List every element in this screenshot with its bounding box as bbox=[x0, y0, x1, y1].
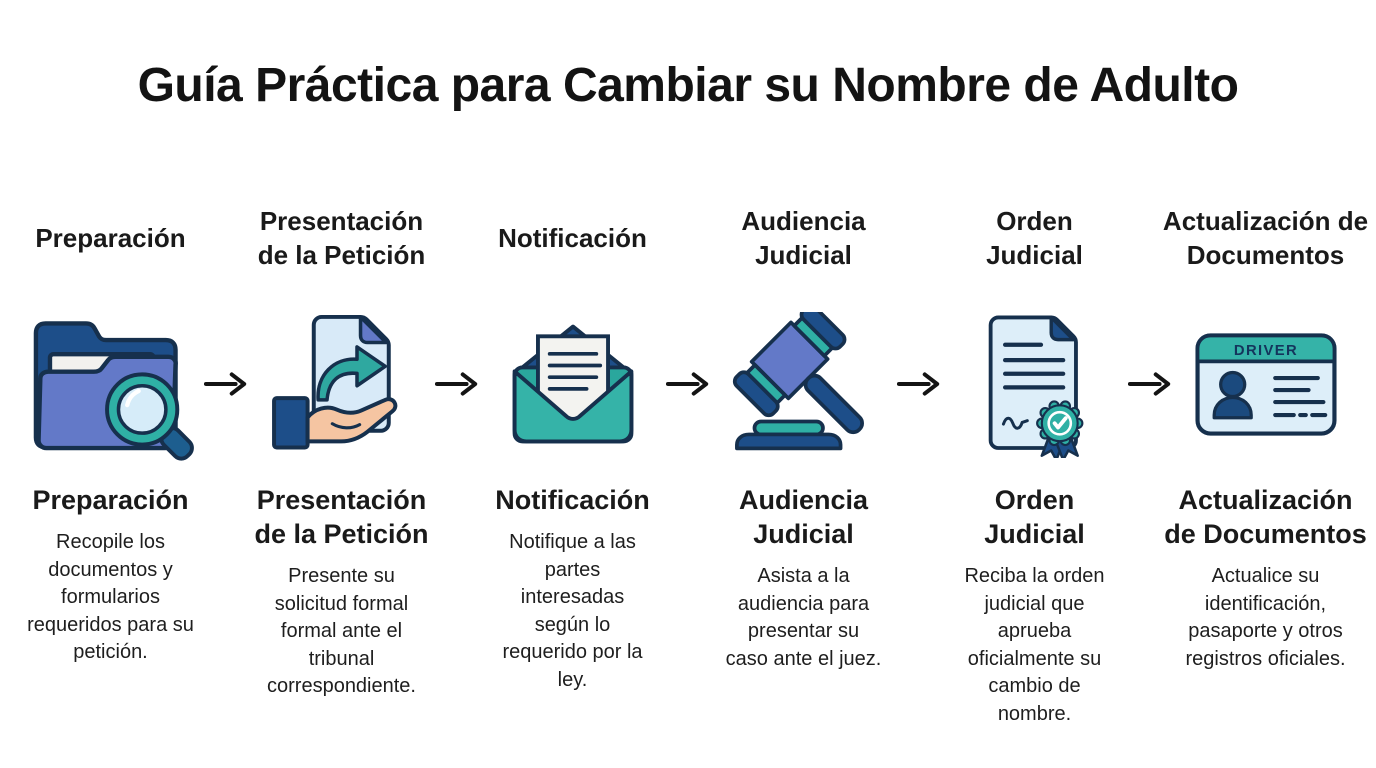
page-title: Guía Práctica para Cambiar su Nombre de … bbox=[137, 59, 1239, 112]
step-2-icon-cell bbox=[248, 295, 435, 473]
gavel-icon bbox=[732, 312, 864, 451]
step-6-detail: Actualización de Documentos Actualice su… bbox=[1164, 483, 1367, 729]
step-3-description: Notifique a las partes interesadas según… bbox=[502, 531, 643, 691]
step-3-detail: Notificación Notifique a las partes inte… bbox=[471, 483, 674, 729]
step-4-icon-cell bbox=[710, 295, 897, 473]
flow-arrow-1 bbox=[204, 295, 248, 473]
step-4-heading: Audiencia Judicial bbox=[738, 485, 869, 550]
step-5-heading: Orden Judicial bbox=[984, 485, 1085, 550]
step-3-top-label: Notificación bbox=[498, 223, 647, 254]
step-1-detail: Preparación Recopile los documentos y fo… bbox=[9, 483, 212, 729]
step-1-description: Recopile los documentos y formularios re… bbox=[27, 531, 194, 664]
step-5-top-label: Orden Judicial bbox=[986, 206, 1083, 270]
flow-arrow-3 bbox=[666, 295, 710, 473]
step-6-icon-cell: DRIVER bbox=[1172, 295, 1359, 473]
step-2-heading: Presentación de la Petición bbox=[254, 485, 429, 550]
flow-arrow-2 bbox=[435, 295, 479, 473]
certificate-seal-icon bbox=[988, 315, 1083, 458]
step-5-icon-cell bbox=[941, 295, 1128, 473]
step-2-detail: Presentación de la Petición Presente su … bbox=[240, 483, 443, 729]
step-2-top-label: Presentación de la Petición bbox=[257, 206, 426, 270]
drivers-license-icon: DRIVER bbox=[1194, 332, 1337, 436]
step-1-icon-cell bbox=[17, 295, 204, 473]
arrow-right-icon bbox=[666, 372, 709, 396]
step-1-top-label: Preparación bbox=[35, 223, 186, 254]
hand-giving-document-icon bbox=[271, 314, 397, 450]
step-6-heading: Actualización de Documentos bbox=[1164, 485, 1367, 550]
arrow-right-icon bbox=[897, 372, 940, 396]
step-4-top-label: Audiencia Judicial bbox=[741, 206, 866, 270]
step-6-top-label: Actualización de Documentos bbox=[1162, 206, 1369, 270]
arrow-right-icon bbox=[204, 372, 247, 396]
arrow-right-icon bbox=[435, 372, 478, 396]
folder-search-icon bbox=[33, 321, 194, 461]
step-4-description: Asista a la audiencia para presentar su … bbox=[725, 565, 882, 670]
step-3-icon-cell bbox=[479, 295, 666, 473]
step-5-detail: Orden Judicial Reciba la orden judicial … bbox=[933, 483, 1136, 729]
step-5-description: Reciba la orden judicial que aprueba ofi… bbox=[964, 565, 1105, 725]
license-card-text: DRIVER bbox=[1233, 342, 1297, 358]
flow-arrow-4 bbox=[897, 295, 941, 473]
step-4-detail: Audiencia Judicial Asista a la audiencia… bbox=[702, 483, 905, 729]
step-3-heading: Notificación bbox=[495, 485, 650, 515]
flow-arrow-5 bbox=[1128, 295, 1172, 473]
process-flow: Preparación Presentación de la Petición … bbox=[0, 193, 1376, 729]
step-1-heading: Preparación bbox=[32, 485, 189, 515]
step-6-description: Actualice su identificación, pasaporte y… bbox=[1185, 565, 1346, 670]
envelope-letter-icon bbox=[512, 324, 633, 444]
arrow-right-icon bbox=[1128, 372, 1171, 396]
step-2-description: Presente su solicitud formal formal ante… bbox=[267, 565, 416, 698]
